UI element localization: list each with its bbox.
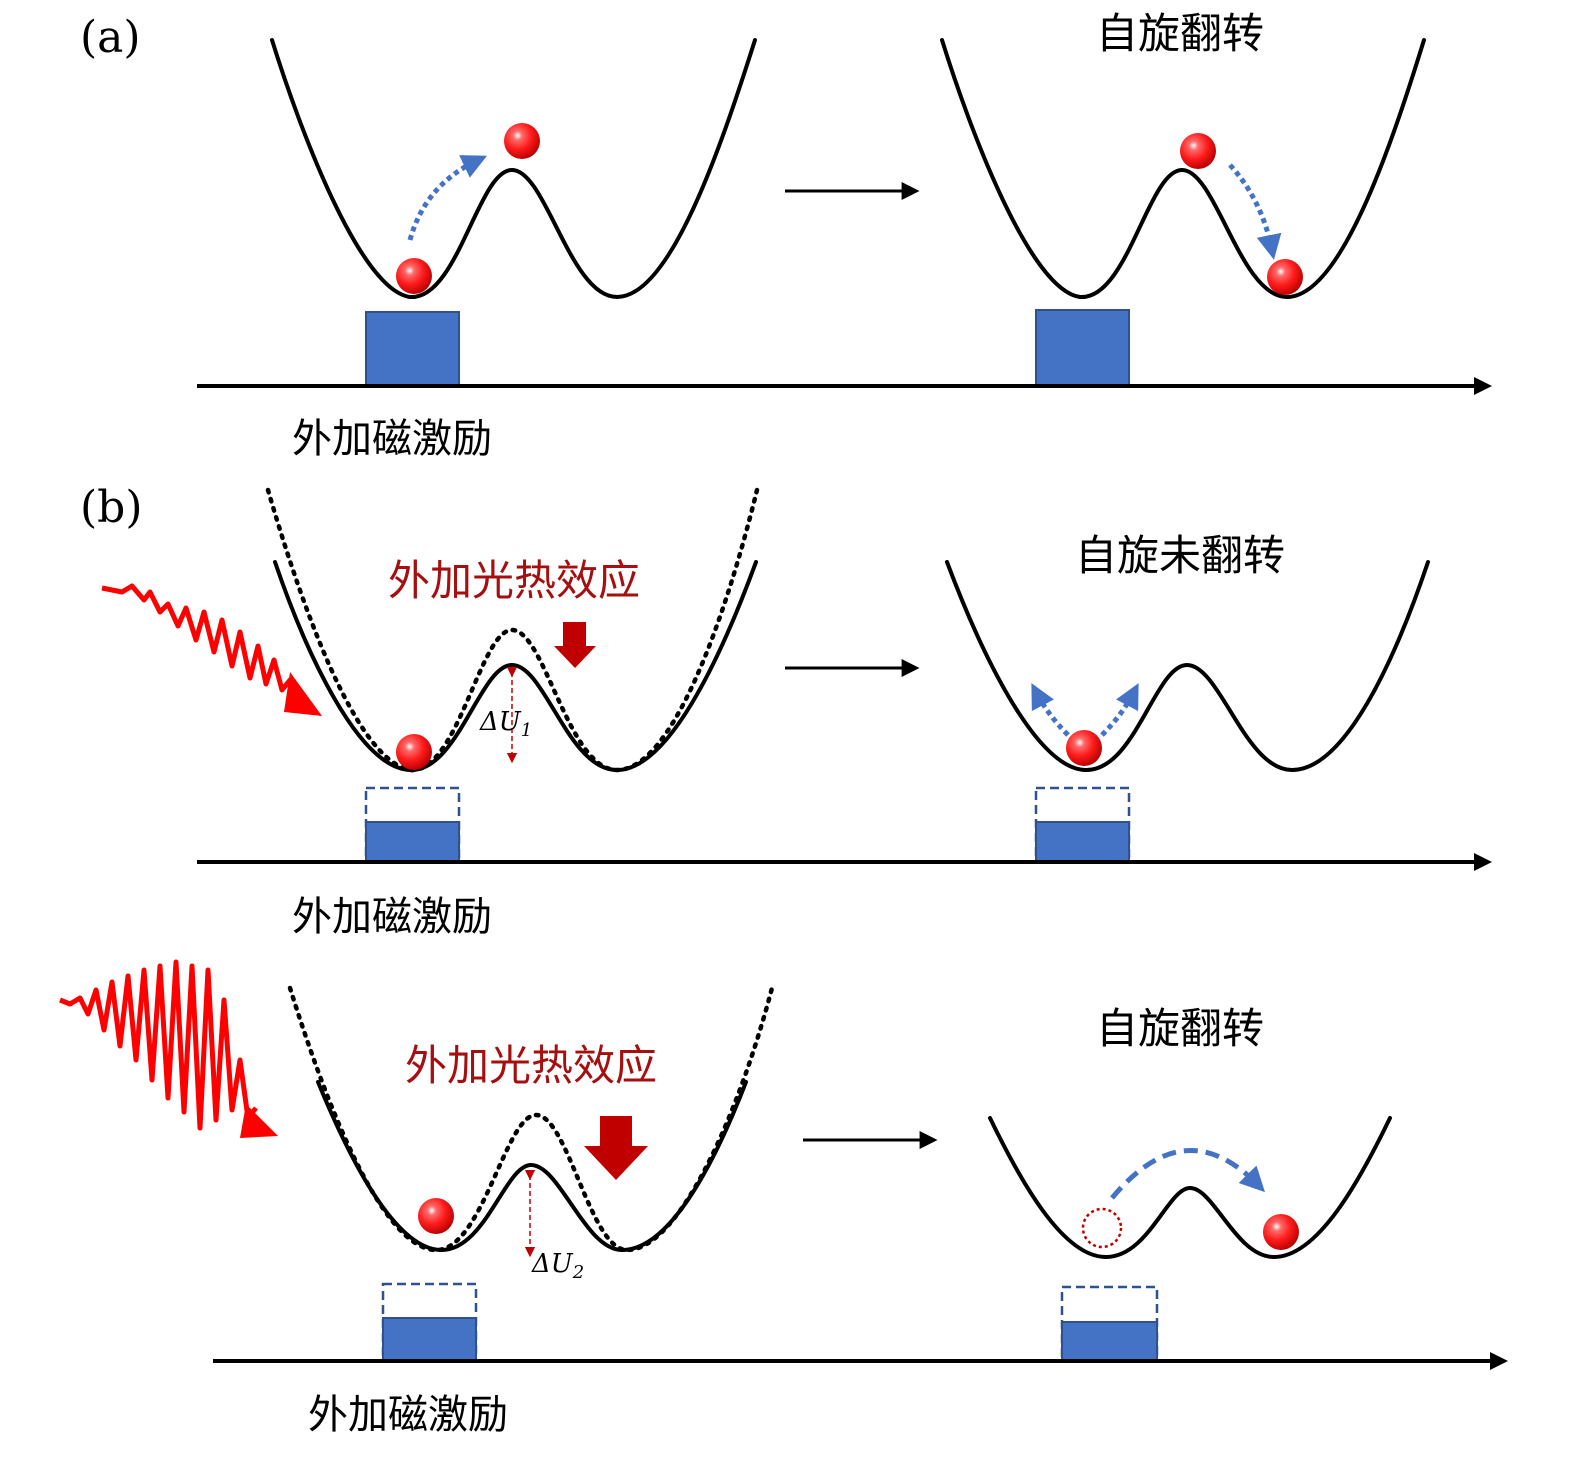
ball (396, 734, 432, 770)
excitation-bar (1061, 1321, 1158, 1361)
axis-arrowhead (1490, 1352, 1508, 1370)
potential-curve (940, 38, 1426, 300)
excitation-bar (382, 1317, 477, 1361)
motion-arrow (1100, 683, 1139, 737)
potential-curve (273, 560, 758, 773)
light-arrowhead (284, 672, 322, 716)
heat-arrow-icon (554, 622, 596, 668)
original-potential-curve (287, 985, 775, 1253)
motion-arrow (1228, 163, 1282, 260)
barrier-label-du1: ΔU1 (479, 707, 532, 741)
potential-curve (270, 38, 757, 300)
photothermal-label: 外加光热效应 (405, 1041, 657, 1090)
photothermal-label: 外加光热效应 (388, 556, 640, 605)
axis-arrowhead (1474, 377, 1492, 395)
original-potential-curve (265, 487, 760, 773)
excitation-label: 外加磁激励 (308, 1392, 508, 1438)
title-a-right: 自旋翻转 (1096, 9, 1264, 58)
panel-label-b: (b) (80, 482, 143, 533)
motion-arrow (407, 155, 488, 241)
title-b2-right: 自旋翻转 (1096, 1004, 1264, 1053)
excitation-label: 外加磁激励 (292, 894, 492, 940)
light-arrowhead (240, 1104, 278, 1138)
excitation-bar (1035, 821, 1130, 863)
excitation-bar (365, 821, 460, 863)
potential-curve (316, 1080, 748, 1253)
ball (1267, 259, 1303, 295)
excitation-bar (365, 311, 460, 386)
ball (418, 1198, 454, 1234)
potential-curve (945, 560, 1430, 773)
ball (1180, 133, 1216, 169)
heat-arrow-icon (584, 1116, 648, 1180)
title-b1-right: 自旋未翻转 (1075, 531, 1285, 580)
ball (1066, 730, 1102, 766)
ball (1263, 1214, 1299, 1250)
potential-curve (988, 1116, 1392, 1260)
panel-label-a: (a) (80, 12, 141, 63)
excitation-label: 外加磁激励 (292, 416, 492, 462)
barrier-label-du2: ΔU2 (531, 1249, 584, 1283)
motion-arrow (1031, 683, 1070, 737)
ball-previous-position (1081, 1207, 1123, 1249)
light-wave-icon (59, 959, 258, 1131)
excitation-bar (1035, 309, 1130, 386)
ball (396, 258, 432, 294)
light-wave-icon (101, 583, 303, 698)
motion-arrow (1110, 1148, 1265, 1200)
axis-arrowhead (1474, 853, 1492, 871)
ball (504, 123, 540, 159)
